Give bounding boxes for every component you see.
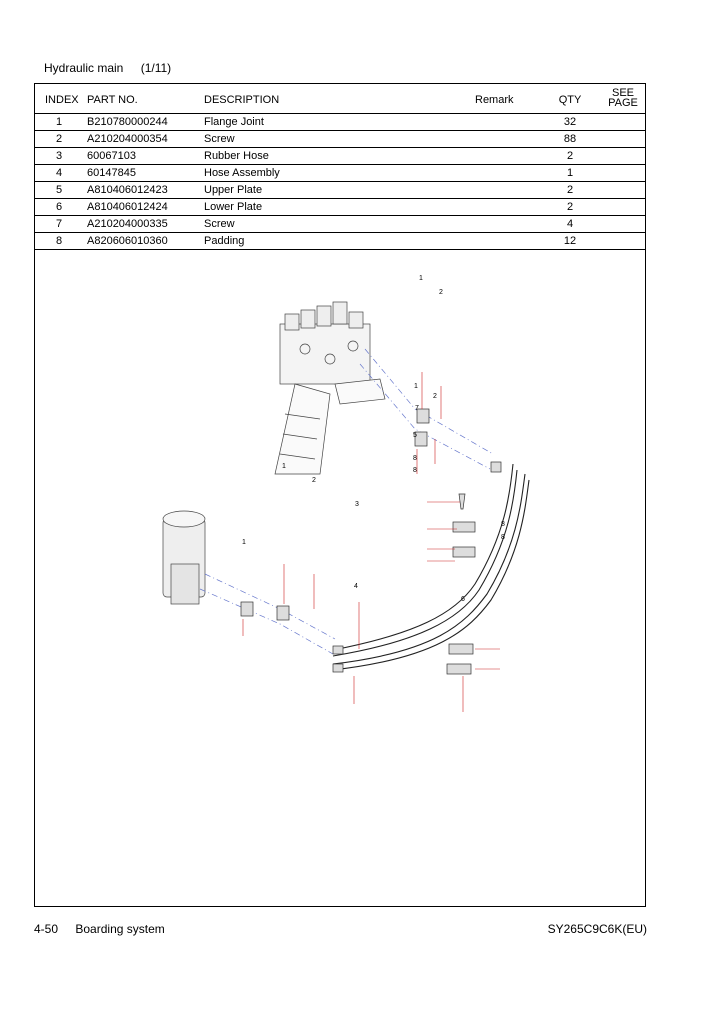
cell-part-no: A210204000335 — [87, 218, 168, 230]
callout-label: 6 — [461, 596, 465, 603]
cell-index: 1 — [55, 116, 63, 128]
cell-description: Upper Plate — [204, 184, 263, 196]
leader-lines — [242, 372, 500, 712]
callout-label: 2 — [312, 477, 316, 484]
cell-qty: 4 — [566, 218, 574, 230]
cell-part-no: B210780000244 — [87, 116, 168, 128]
cell-part-no: 60067103 — [87, 150, 136, 162]
callout-label: 2 — [433, 393, 437, 400]
footer-page-no: 4-50 — [34, 922, 59, 936]
callout-label: 8 — [413, 467, 417, 474]
cell-part-no: A810406012424 — [87, 201, 168, 213]
cell-qty: 32 — [563, 116, 577, 128]
cell-index: 7 — [55, 218, 63, 230]
cell-index: 4 — [55, 167, 63, 179]
table-row: 8 A820606010360 Padding 12 — [35, 232, 645, 250]
table-row: 3 60067103 Rubber Hose 2 — [35, 147, 645, 165]
col-see-line1: SEE — [611, 87, 634, 99]
callout-label: 8 — [413, 455, 417, 462]
control-valve — [274, 301, 386, 475]
col-see-line2: PAGE — [608, 97, 638, 109]
callout-label: 5 — [413, 432, 417, 439]
callout-label: 1 — [282, 463, 286, 470]
callout-label: 4 — [354, 583, 358, 590]
callout-label: 2 — [439, 289, 443, 296]
exploded-parts-diagram — [162, 301, 530, 712]
callout-label: 7 — [415, 405, 419, 412]
col-see-page: SEE PAGE — [603, 87, 643, 109]
callout-label: 8 — [501, 534, 505, 541]
table-row: 5 A810406012423 Upper Plate 2 — [35, 181, 645, 199]
col-part-no: PART NO. — [87, 94, 138, 106]
title-page-index: (1/11) — [140, 61, 172, 75]
cell-index: 8 — [55, 235, 63, 247]
cell-description: Padding — [204, 235, 245, 247]
cell-qty: 88 — [563, 133, 577, 145]
table-row: 4 60147845 Hose Assembly 1 — [35, 164, 645, 182]
footer-model: SY265C9C6K(EU) — [547, 922, 647, 936]
cell-qty: 2 — [566, 201, 574, 213]
cell-index: 3 — [55, 150, 63, 162]
cell-description: Lower Plate — [204, 201, 263, 213]
footer-section: Boarding system — [75, 922, 165, 936]
footer-left: 4-50 Boarding system — [34, 922, 165, 936]
cell-index: 6 — [55, 201, 63, 213]
table-row: 1 B210780000244 Flange Joint 32 — [35, 113, 645, 131]
table-header: INDEX PART NO. DESCRIPTION Remark QTY SE… — [35, 84, 645, 114]
col-qty: QTY — [558, 94, 582, 106]
callout-label: 8 — [501, 521, 505, 528]
cell-qty: 1 — [566, 167, 574, 179]
callout-label: 1 — [242, 539, 246, 546]
cell-part-no: A810406012423 — [87, 184, 168, 196]
cell-part-no: A820606010360 — [87, 235, 168, 247]
table-row: 2 A210204000354 Screw 88 — [35, 130, 645, 148]
table-row: 6 A810406012424 Lower Plate 2 — [35, 198, 645, 216]
hoses — [332, 463, 530, 671]
cell-part-no: 60147845 — [87, 167, 136, 179]
title-text: Hydraulic main — [44, 61, 124, 75]
steering-unit — [162, 510, 206, 605]
callout-label: 3 — [355, 501, 359, 508]
fittings — [240, 408, 502, 675]
cell-part-no: A210204000354 — [87, 133, 168, 145]
cell-qty: 2 — [566, 150, 574, 162]
callout-label: 1 — [414, 383, 418, 390]
cell-description: Rubber Hose — [204, 150, 269, 162]
parts-frame: INDEX PART NO. DESCRIPTION Remark QTY SE… — [34, 83, 646, 907]
page-title: Hydraulic main (1/11) — [44, 61, 171, 75]
cell-description: Screw — [204, 133, 235, 145]
table-row: 7 A210204000335 Screw 4 — [35, 215, 645, 233]
col-description: DESCRIPTION — [204, 94, 280, 106]
cell-description: Hose Assembly — [204, 167, 280, 179]
cell-index: 5 — [55, 184, 63, 196]
cell-description: Flange Joint — [204, 116, 264, 128]
callout-label: 1 — [419, 275, 423, 282]
col-remark: Remark — [475, 94, 514, 106]
cell-index: 2 — [55, 133, 63, 145]
cell-qty: 12 — [563, 235, 577, 247]
cell-qty: 2 — [566, 184, 574, 196]
cell-description: Screw — [204, 218, 235, 230]
col-index: INDEX — [45, 94, 79, 106]
